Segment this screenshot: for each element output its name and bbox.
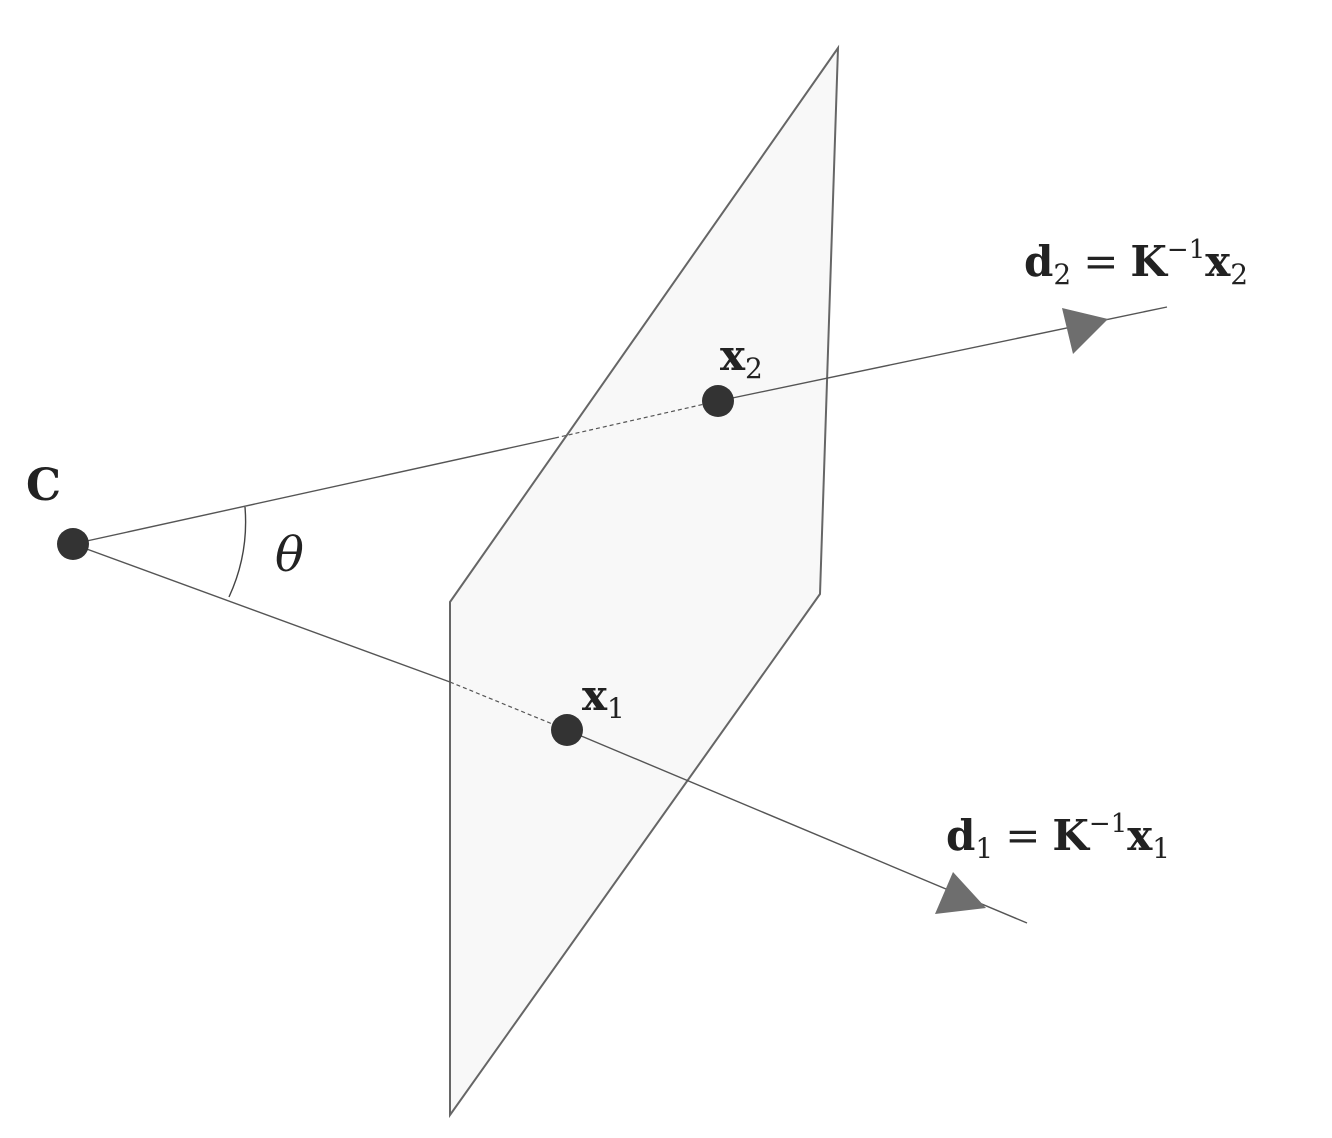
direction-1-label: d1=K−1x1 <box>946 809 1170 865</box>
ray-1-front <box>72 543 451 683</box>
direction-2-label: d2=K−1x2 <box>1024 235 1248 291</box>
camera-center-label: C <box>26 460 61 511</box>
camera-center-point <box>57 528 89 560</box>
image-plane <box>449 44 840 1119</box>
point-x1-label: x1 <box>582 671 625 725</box>
arrow-head-2 <box>1062 308 1108 354</box>
point-x1 <box>551 714 583 746</box>
ray-1-hidden <box>449 681 568 731</box>
angle-arc <box>228 506 247 598</box>
point-x2 <box>702 385 734 417</box>
ray-2-front <box>72 437 556 545</box>
point-x2-label: x2 <box>720 331 763 385</box>
arrow-head-1 <box>935 872 986 914</box>
angle-label: θ <box>275 527 304 583</box>
